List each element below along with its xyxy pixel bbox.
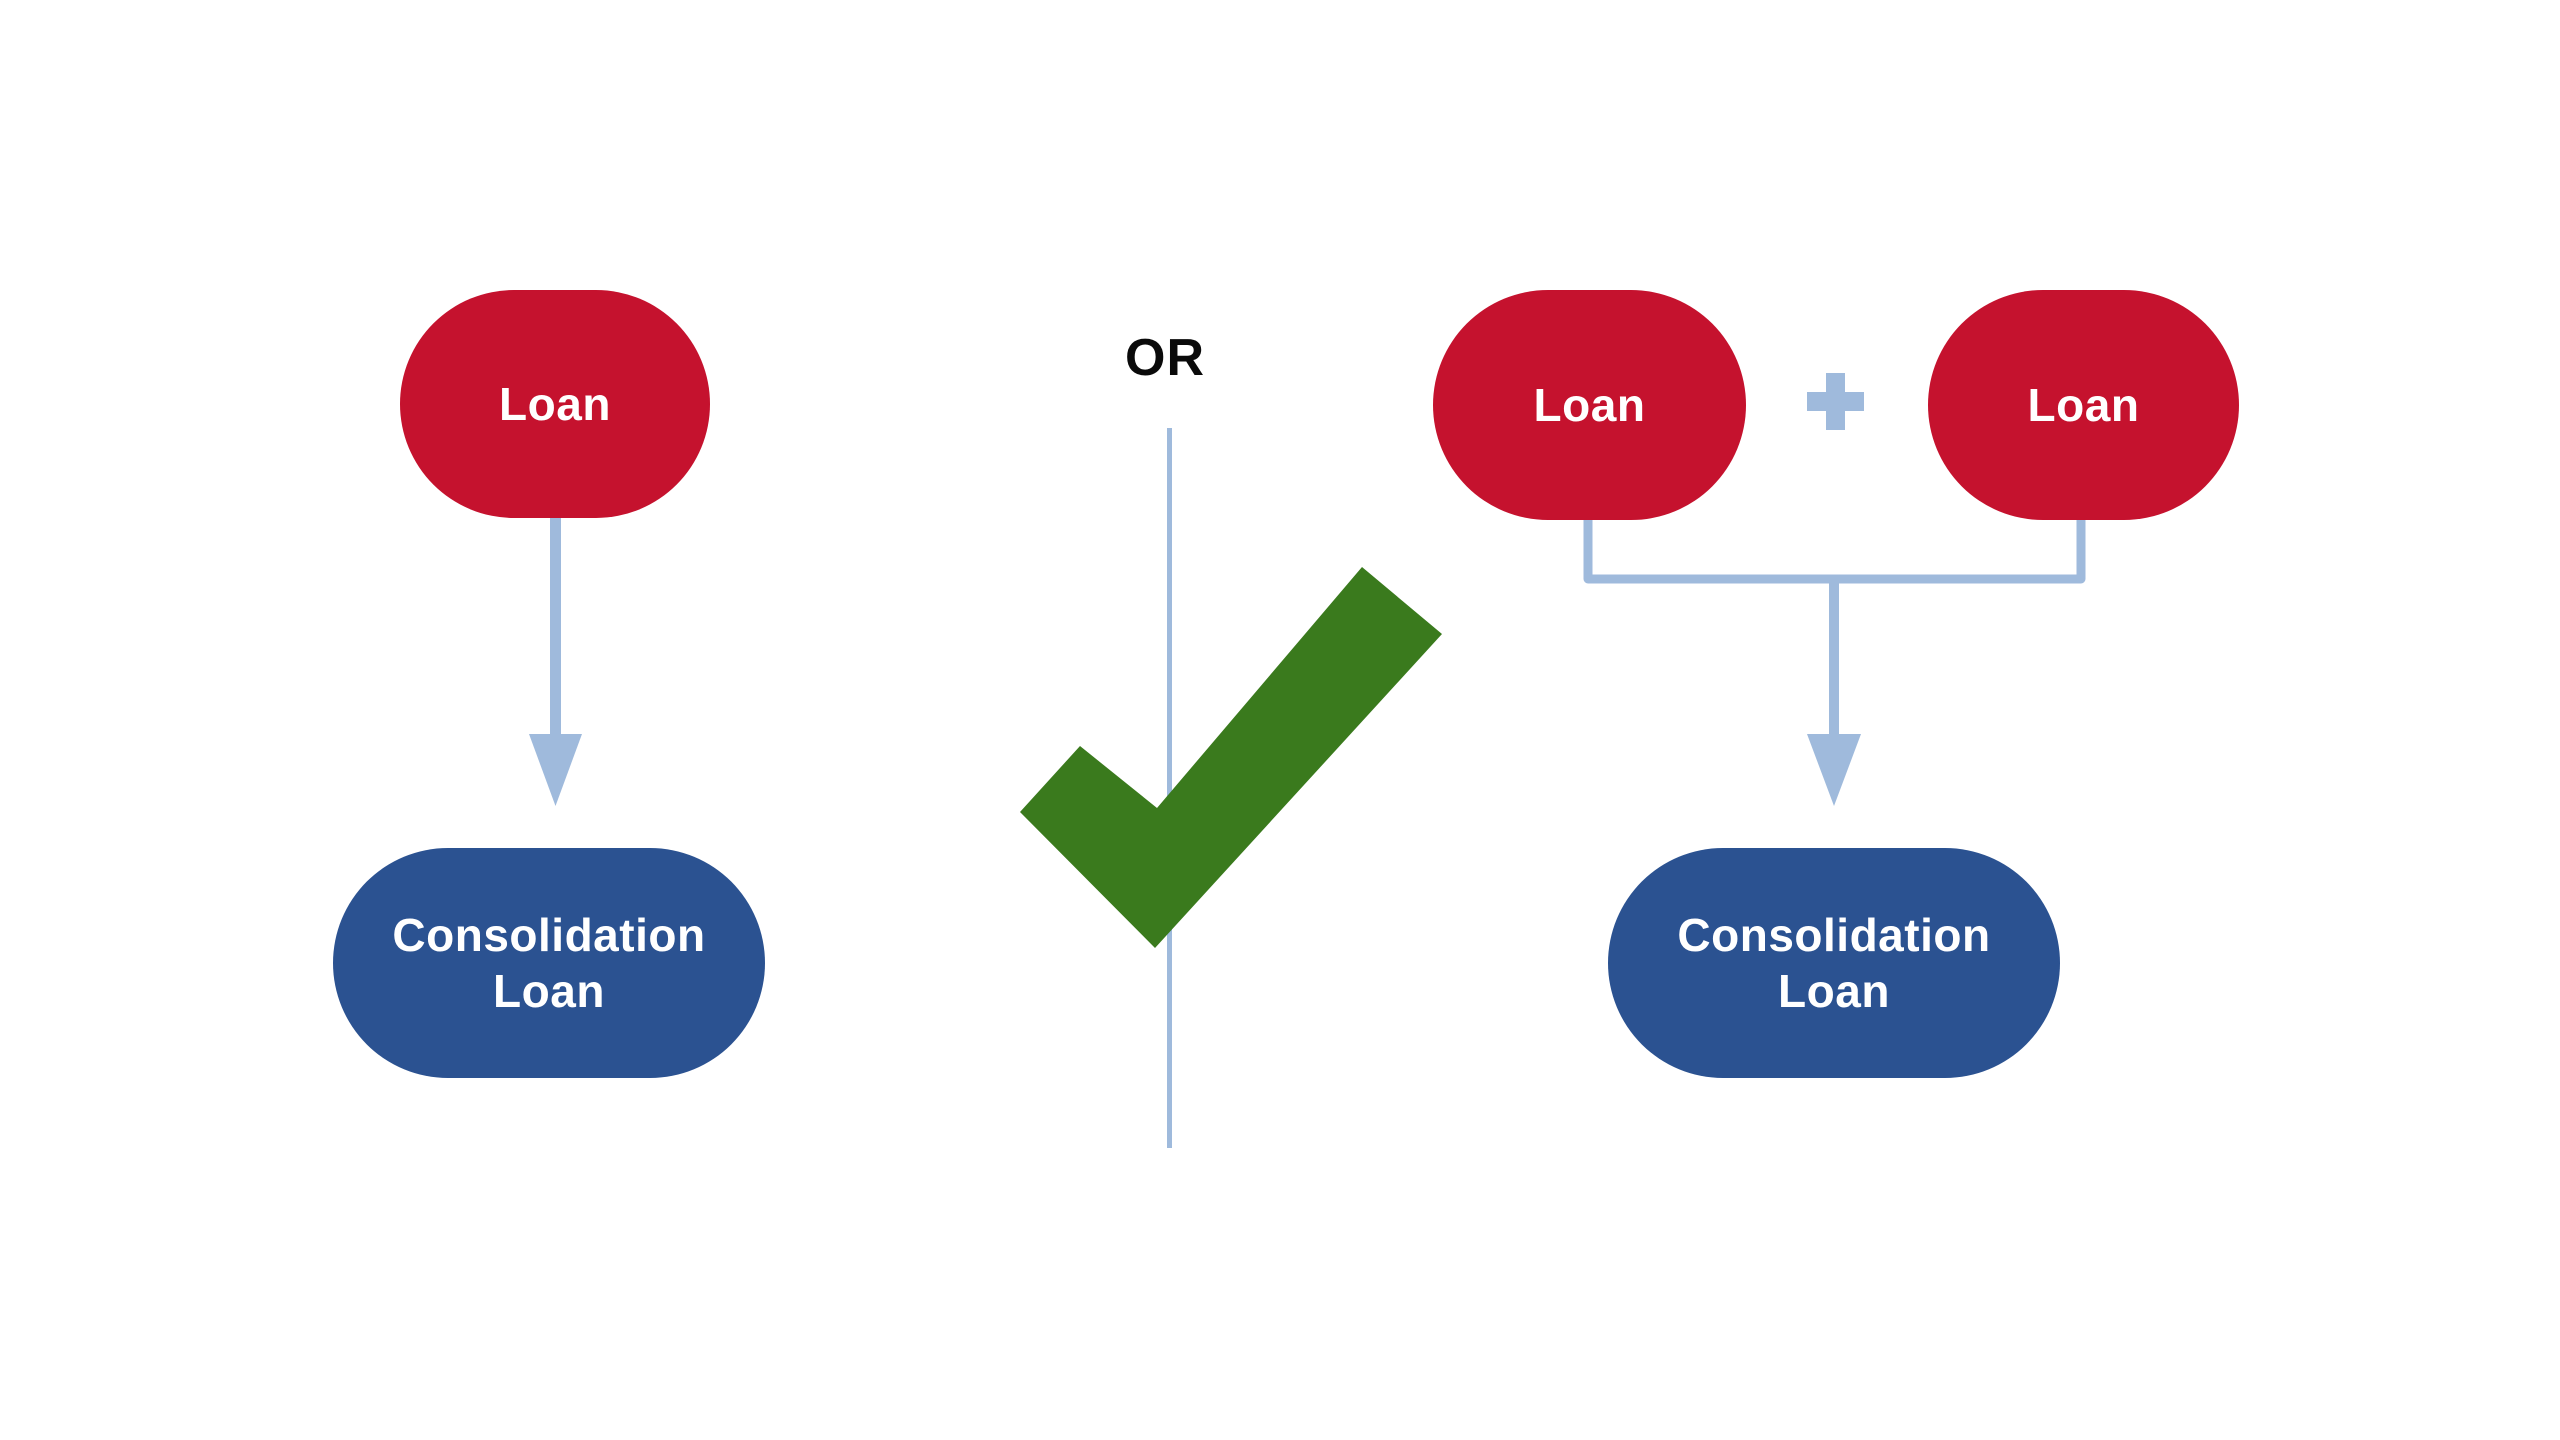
arrow-down-icon: [529, 516, 582, 806]
arrow-shaft: [550, 516, 561, 738]
loan-node: Loan: [1433, 290, 1746, 520]
bracket-path: [1583, 520, 2086, 584]
consolidation-loan-node: Consolidation Loan: [1608, 848, 2060, 1078]
loan-node-label: Loan: [499, 377, 611, 430]
loan-node-label: Loan: [2027, 378, 2140, 431]
consolidation-loan-label: Consolidation Loan: [392, 908, 706, 1017]
plus-horizontal-bar: [1807, 392, 1864, 411]
arrow-head: [1807, 734, 1861, 806]
consolidation-loan-label: Consolidation Loan: [1677, 908, 1991, 1017]
loan-node: Loan: [1928, 290, 2239, 520]
divider-line: [1167, 428, 1172, 1148]
loan-node: Loan: [400, 290, 710, 518]
arrow-head: [529, 734, 582, 806]
arrow-shaft: [1829, 579, 1839, 737]
checkmark-icon: [1020, 567, 1442, 948]
or-label: OR: [1125, 329, 1205, 387]
loan-node-label: Loan: [1533, 378, 1646, 431]
arrow-down-icon: [1807, 579, 1861, 806]
plus-icon: [1807, 373, 1864, 430]
consolidation-loan-node: Consolidation Loan: [333, 848, 765, 1078]
merge-bracket: [1583, 520, 2086, 584]
